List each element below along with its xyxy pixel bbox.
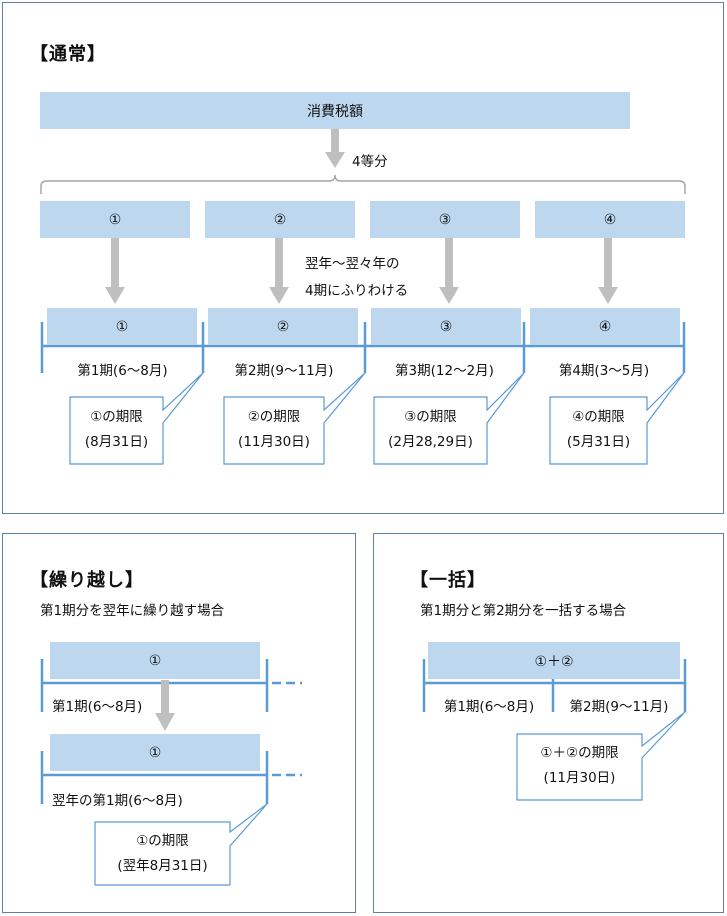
deadline-3-line1: ③の期限 <box>404 409 457 425</box>
period-label-4: 第4期(3～5月) <box>558 363 650 379</box>
carryover-timeline-2 <box>40 751 302 804</box>
part-box-2: ② <box>205 201 355 238</box>
split-label: 4等分 <box>352 154 388 170</box>
deadline-4-line2: (5月31日) <box>566 434 631 450</box>
period-label-2: 第2期(9～11月) <box>234 363 334 379</box>
spread-note-line1: 翌年～翌々年の <box>305 256 400 272</box>
deadline-1-line1: ①の期限 <box>90 409 143 425</box>
carryover-subtitle: 第1期分を翌年に繰り越す場合 <box>40 603 225 619</box>
carryover-deadline-line1: ①の期限 <box>136 833 189 849</box>
carryover-period-1: 第1期(6～8月) <box>52 699 143 715</box>
part-arrows <box>105 238 618 304</box>
normal-callouts <box>69 372 685 465</box>
split-brace <box>40 174 686 194</box>
lump-title: 【一括】 <box>410 570 486 591</box>
deadline-callout-1: ①の期限 (8月31日) <box>70 405 163 455</box>
carryover-arrow <box>155 680 175 731</box>
carryover-deadline-line2: (翌年8月31日) <box>117 858 208 874</box>
deadline-2-line1: ②の期限 <box>247 409 301 425</box>
carryover-period-2: 翌年の第1期(6～8月) <box>52 793 183 809</box>
lump-deadline-callout: ①＋②の期限 (11月30日) <box>517 741 642 791</box>
part-box-3: ③ <box>370 201 520 238</box>
deadline-1-line2: (8月31日) <box>84 434 149 450</box>
lump-panel <box>373 533 724 913</box>
carryover-callout <box>94 803 268 886</box>
part-box-1: ① <box>40 201 190 238</box>
lump-period-1: 第1期(6～8月) <box>443 699 535 715</box>
normal-timeline <box>40 322 686 373</box>
total-tax-box: 消費税額 <box>40 92 630 129</box>
lump-timeline <box>422 659 687 712</box>
period-part-box-3: ③ <box>371 308 521 345</box>
part-box-4: ④ <box>535 201 685 238</box>
deadline-callout-2: ②の期限 (11月30日) <box>224 405 324 455</box>
split-arrow <box>325 129 345 168</box>
lump-subtitle: 第1期分と第2期分を一括する場合 <box>420 603 627 619</box>
lump-part-box: ①＋② <box>428 642 680 679</box>
period-part-box-4: ④ <box>530 308 680 345</box>
period-part-box-2: ② <box>208 308 358 345</box>
lump-period-2: 第2期(9～11月) <box>569 699 669 715</box>
normal-title: 【通常】 <box>30 44 106 65</box>
spread-note-line2: 4期にふりわける <box>305 283 409 299</box>
deadline-callout-3: ③の期限 (2月28,29日) <box>374 405 487 455</box>
lump-callout <box>516 711 686 801</box>
deadline-4-line1: ④の期限 <box>572 409 625 425</box>
deadline-3-line2: (2月28,29日) <box>388 434 473 450</box>
lump-deadline-line2: (11月30日) <box>543 770 616 786</box>
period-part-box-1: ① <box>47 308 197 345</box>
period-label-3: 第3期(12～2月) <box>395 363 494 379</box>
carryover-part-box-2: ① <box>50 734 260 771</box>
carryover-deadline-callout: ①の期限 (翌年8月31日) <box>95 829 230 879</box>
carryover-part-box-1: ① <box>50 642 260 679</box>
period-label-1: 第1期(6～8月) <box>77 363 168 379</box>
lump-deadline-line1: ①＋②の期限 <box>540 745 619 761</box>
carryover-title: 【繰り越し】 <box>30 570 144 591</box>
carryover-timeline-1 <box>40 659 302 712</box>
deadline-2-line2: (11月30日) <box>238 434 310 450</box>
deadline-callout-4: ④の期限 (5月31日) <box>550 405 647 455</box>
